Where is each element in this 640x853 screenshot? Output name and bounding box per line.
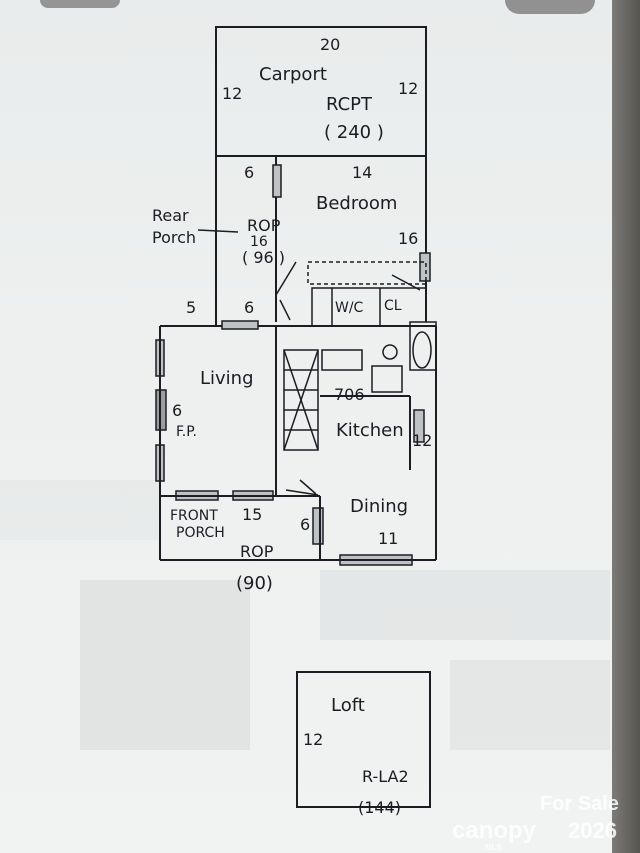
- carport-area: ( 240 ): [324, 122, 384, 143]
- rear-porch-top-dim: 6: [244, 163, 254, 182]
- watermark-brand: canopy: [452, 817, 537, 844]
- watermark-for-sale: For Sale: [540, 793, 619, 815]
- loft-code: R-LA2: [362, 767, 409, 786]
- carport-right-dim: 12: [398, 79, 418, 98]
- rear-porch-label-2: Porch: [152, 228, 196, 247]
- shadow: [40, 0, 120, 8]
- carport-label: Carport: [259, 64, 327, 85]
- loft-label: Loft: [331, 695, 365, 716]
- dining-left-dim: 6: [300, 515, 310, 534]
- carport-room: [215, 26, 427, 157]
- front-porch-area: (90): [236, 573, 273, 594]
- front-porch-label-2: PORCH: [176, 525, 225, 541]
- front-porch-dim: 15: [242, 505, 262, 524]
- rear-porch-pointer: [197, 229, 239, 233]
- rear-porch-bottom-left: 5: [186, 298, 196, 317]
- rear-porch-area: ( 96 ): [242, 248, 285, 267]
- rear-porch-code: ROP: [247, 216, 281, 235]
- front-porch-code: ROP: [240, 542, 274, 561]
- bedroom-label: Bedroom: [316, 193, 397, 214]
- living-label: Living: [200, 368, 254, 389]
- kitchen-area: 706: [334, 385, 365, 404]
- loft-area: (144): [358, 798, 401, 817]
- carport-code: RCPT: [326, 94, 373, 115]
- loft-dim: 12: [303, 730, 323, 749]
- main-block: [159, 326, 437, 561]
- rear-porch-dim: 16: [250, 234, 268, 250]
- closet-label-cl: CL: [384, 298, 402, 314]
- watermark-mls: MLS: [485, 843, 503, 852]
- door-swings: [275, 261, 421, 496]
- bedroom-width: 14: [352, 163, 372, 182]
- watermark: For Sale canopy 2026 MLS: [452, 793, 619, 852]
- kitchen-label: Kitchen: [336, 420, 404, 441]
- paper-edge: [612, 0, 640, 853]
- stairs: [283, 349, 319, 451]
- shadow: [505, 0, 595, 14]
- rear-porch-label-1: Rear: [152, 206, 189, 225]
- fireplace-label: F.P.: [176, 424, 197, 440]
- bedroom-right-dim: 16: [398, 229, 418, 248]
- carport-width: 20: [320, 35, 340, 54]
- living-dim: 6: [172, 401, 182, 420]
- background-print: [0, 480, 610, 750]
- dining-bottom-dim: 11: [378, 529, 398, 548]
- rear-porch-bottom-right: 6: [244, 298, 254, 317]
- watermark-year: 2026: [568, 818, 617, 843]
- loft-room: [296, 671, 431, 808]
- front-porch-label-1: FRONT: [170, 508, 218, 524]
- closet-label-wc: W/C: [335, 300, 364, 316]
- dining-label: Dining: [350, 496, 408, 517]
- carport-left-dim: 12: [222, 84, 242, 103]
- kitchen-dim: 12: [412, 431, 432, 450]
- paper-sheet: [0, 0, 612, 853]
